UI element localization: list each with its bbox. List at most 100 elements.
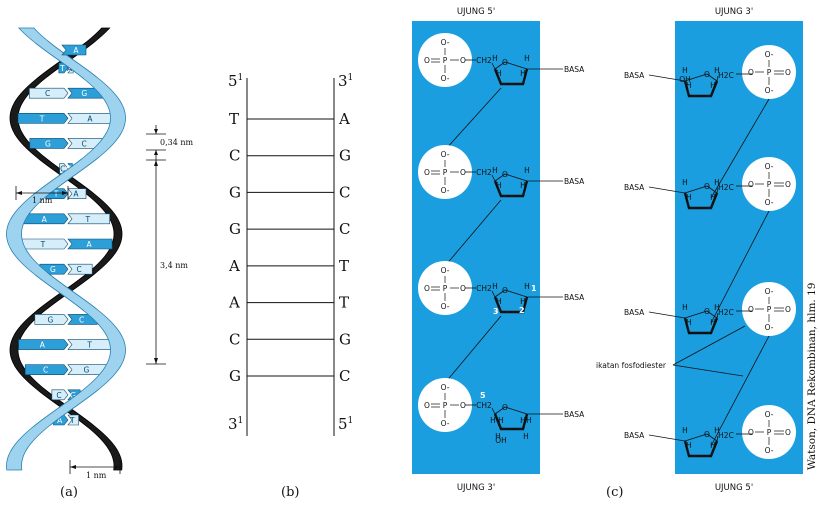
svg-text:CH2: CH2	[476, 56, 492, 65]
phosphate-group: PO-O-OO	[742, 282, 796, 336]
svg-text:H2C: H2C	[718, 71, 734, 80]
svg-text:CH2: CH2	[476, 168, 492, 177]
svg-text:H: H	[686, 318, 692, 327]
helix-backbone-light	[6, 27, 126, 471]
svg-text:H: H	[492, 282, 498, 291]
helix-base-letter: C	[43, 366, 48, 375]
svg-text:P: P	[767, 428, 772, 437]
svg-text:H: H	[520, 416, 526, 425]
svg-text:O-: O-	[765, 446, 774, 455]
ladder-base-left: A	[228, 257, 240, 275]
svg-text:O: O	[704, 307, 710, 316]
svg-text:1: 1	[531, 284, 537, 293]
phosphodiester-link	[444, 87, 502, 151]
svg-text:H: H	[492, 54, 498, 63]
svg-text:O: O	[785, 305, 791, 314]
svg-text:O: O	[502, 286, 508, 295]
svg-text:H: H	[714, 303, 720, 312]
svg-text:H: H	[714, 178, 720, 187]
svg-text:O-: O-	[765, 162, 774, 171]
svg-text:H: H	[490, 416, 496, 425]
ladder-base-right: C	[339, 183, 350, 201]
helix-base-letter: C	[60, 165, 65, 174]
svg-text:H: H	[686, 81, 692, 90]
ladder-right-bottom: 51	[338, 415, 353, 433]
helix-base-letter: G	[50, 265, 56, 274]
svg-text:O-: O-	[441, 74, 450, 83]
base-label: BASA	[624, 431, 645, 440]
svg-text:H: H	[686, 441, 692, 450]
helix-base-letter: A	[86, 240, 92, 249]
helix-base-letter: A	[42, 215, 48, 224]
helix-base-letter: T	[69, 416, 75, 425]
svg-text:2: 2	[519, 306, 525, 315]
svg-text:O: O	[785, 180, 791, 189]
svg-text:3: 3	[493, 307, 499, 316]
svg-text:O: O	[748, 68, 754, 77]
helix-base-letter: C	[79, 315, 84, 324]
svg-text:O: O	[502, 170, 508, 179]
svg-text:O-: O-	[765, 323, 774, 332]
helix-base-letter: T	[86, 341, 92, 350]
phosphate-circle	[742, 405, 796, 459]
helix-base-left	[18, 339, 69, 350]
svg-text:H: H	[526, 416, 532, 425]
helix-base-letter: C	[81, 139, 86, 148]
helix-base-left	[51, 389, 69, 401]
svg-text:O-: O-	[441, 186, 450, 195]
svg-text:H: H	[498, 416, 504, 425]
svg-text:5: 5	[480, 391, 486, 400]
svg-text:O-: O-	[765, 50, 774, 59]
helix-base-letter: A	[87, 114, 93, 123]
svg-text:O: O	[704, 70, 710, 79]
ladder-base-right: G	[339, 147, 351, 165]
phosphate-circle	[742, 282, 796, 336]
phosphodiester-link	[710, 98, 770, 199]
svg-text:H2C: H2C	[718, 183, 734, 192]
svg-text:O-: O-	[765, 86, 774, 95]
svg-text:P: P	[443, 56, 448, 65]
label-width-bottom: 1 nm	[86, 471, 107, 480]
phosphate-circle	[742, 157, 796, 211]
svg-text:O-: O-	[441, 419, 450, 428]
svg-text:O: O	[424, 284, 430, 293]
helix-base-letter: T	[39, 114, 45, 123]
svg-text:H: H	[682, 426, 688, 435]
svg-text:P: P	[443, 168, 448, 177]
svg-text:CH2: CH2	[476, 284, 492, 293]
svg-text:H: H	[524, 54, 530, 63]
helix-base-right	[67, 414, 79, 426]
ladder-base-right: C	[339, 367, 350, 385]
ladder-right-top: 31	[338, 72, 353, 90]
svg-text:O: O	[424, 401, 430, 410]
phosphodiester-link	[710, 335, 770, 447]
svg-text:O-: O-	[765, 198, 774, 207]
phosphate-circle	[742, 45, 796, 99]
svg-text:H: H	[710, 318, 716, 327]
source-credit: Watson, DNA Rekombinan, hlm. 19	[806, 283, 818, 470]
helix-base-right	[67, 364, 108, 376]
helix-base-letter: A	[73, 190, 79, 199]
svg-text:H: H	[686, 193, 692, 202]
ladder-base-left: C	[229, 147, 240, 165]
ladder-base-right: C	[339, 220, 350, 238]
